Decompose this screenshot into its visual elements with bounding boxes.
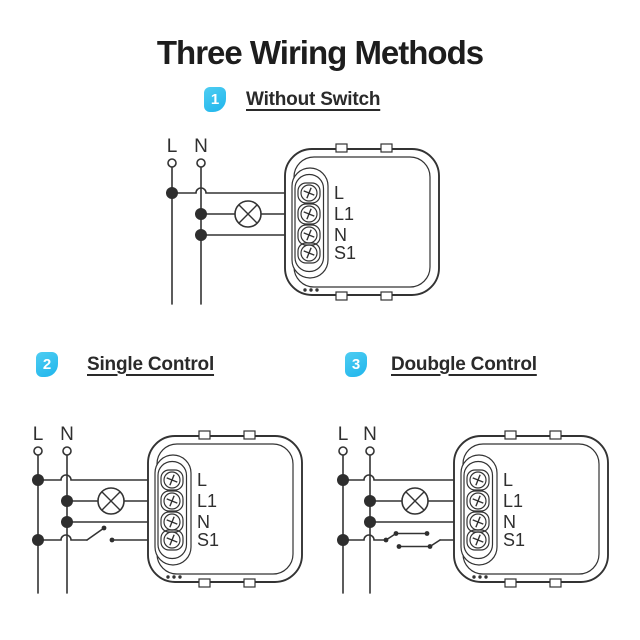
page-title: Three Wiring Methods: [156, 34, 484, 71]
neutral-wire-label: N: [194, 136, 208, 157]
junction-dot-icon: [337, 534, 349, 546]
section-2-label: Single Control: [87, 353, 215, 375]
junction-dot-icon: [195, 229, 207, 241]
terminal-label-N: N: [197, 512, 210, 532]
junction-dot-icon: [195, 208, 207, 220]
terminal-label-L1: L1: [334, 204, 354, 224]
terminal-label-N: N: [334, 225, 347, 245]
switch-contact-dot: [101, 525, 107, 531]
supply-terminal-icon: [33, 446, 43, 456]
lamp-icon: [401, 487, 429, 515]
lamp-icon: [234, 200, 262, 228]
supply-terminal-icon: [62, 446, 72, 456]
junction-dot-icon: [166, 187, 178, 199]
section-3-label: Doubgle Control: [391, 353, 537, 375]
wire-live-to-switch-with-hop: [342, 534, 387, 541]
wire-live-to-L-with-hop: [171, 187, 300, 194]
wire-live-to-L-with-hop: [37, 474, 163, 481]
section-1-badge: 1: [204, 87, 226, 112]
smart-switch-device: [147, 430, 303, 588]
section-header-double-control: 3 Doubgle Control: [345, 352, 537, 377]
junction-dot-icon: [61, 516, 73, 528]
smart-switch-device: [453, 430, 609, 588]
section-header-without-switch: 1 Without Switch: [204, 87, 380, 112]
wire-live-to-L-with-hop: [342, 474, 469, 481]
terminal-label-L1: L1: [197, 491, 217, 511]
junction-dot-icon: [32, 534, 44, 546]
supply-terminal-icon: [365, 446, 375, 456]
switch-contact-dot: [396, 544, 402, 549]
junction-dot-icon: [337, 474, 349, 486]
terminal-label-S1: S1: [334, 243, 356, 263]
diagram-without-switch: L N L L1 N S1: [166, 136, 440, 305]
switch-contact-dot: [427, 544, 433, 549]
section-1-number: 1: [210, 91, 220, 108]
live-wire-label: L: [338, 424, 349, 445]
single-switch-icon: [37, 525, 163, 543]
section-2-number: 2: [42, 356, 52, 373]
junction-dot-icon: [61, 495, 73, 507]
supply-terminal-icon: [167, 158, 177, 168]
smart-switch-device: [284, 143, 440, 301]
wire-live-to-switch-with-hop: [37, 534, 88, 541]
junction-dot-icon: [364, 495, 376, 507]
terminal-label-L1: L1: [503, 491, 523, 511]
terminal-label-S1: S1: [197, 530, 219, 550]
diagram-single-control: L N L L1 N S1: [32, 424, 303, 594]
two-way-switch-icon: [342, 531, 469, 549]
neutral-wire-label: N: [60, 424, 74, 445]
supply-terminal-icon: [338, 446, 348, 456]
supply-terminal-icon: [196, 158, 206, 168]
diagram-double-control: L N L L1 N S1: [337, 424, 609, 594]
live-wire-label: L: [167, 136, 178, 157]
section-2-badge: 2: [36, 352, 58, 377]
section-3-badge: 3: [345, 352, 367, 377]
section-3-number: 3: [351, 356, 361, 373]
terminal-label-L: L: [503, 470, 513, 490]
terminal-label-N: N: [503, 512, 516, 532]
junction-dot-icon: [32, 474, 44, 486]
switch-contact-dot: [383, 537, 389, 543]
switch-contact-dot: [393, 531, 399, 536]
switch-contact-dot: [424, 531, 430, 536]
section-header-single-control: 2 Single Control: [36, 352, 214, 377]
switch-lever: [86, 527, 105, 541]
lamp-icon: [97, 487, 125, 515]
terminal-label-L: L: [197, 470, 207, 490]
terminal-label-S1: S1: [503, 530, 525, 550]
neutral-wire-label: N: [363, 424, 377, 445]
section-1-label: Without Switch: [246, 88, 381, 110]
live-wire-label: L: [33, 424, 44, 445]
junction-dot-icon: [364, 516, 376, 528]
terminal-label-L: L: [334, 183, 344, 203]
